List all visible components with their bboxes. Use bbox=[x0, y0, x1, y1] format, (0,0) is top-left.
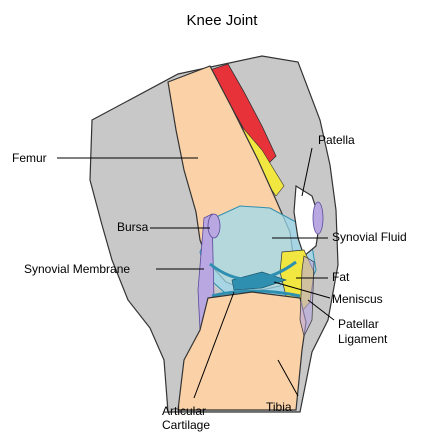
bursa bbox=[208, 214, 220, 238]
label-bursa: Bursa bbox=[117, 220, 148, 234]
patella-bursa bbox=[313, 202, 323, 234]
label-meniscus: Meniscus bbox=[332, 292, 383, 306]
diagram-title: Knee Joint bbox=[0, 12, 444, 29]
label-patella: Patella bbox=[318, 133, 355, 147]
label-patellar-ligament-2: Ligament bbox=[338, 332, 387, 346]
label-tibia: Tibia bbox=[266, 400, 292, 414]
label-articular-2: Cartilage bbox=[162, 418, 210, 432]
label-femur: Femur bbox=[12, 151, 47, 165]
label-articular-1: Articular bbox=[162, 404, 206, 418]
label-synovial-fluid: Synovial Fluid bbox=[332, 230, 407, 244]
label-synovial-membrane: Synovial Membrane bbox=[24, 262, 130, 276]
label-fat: Fat bbox=[332, 270, 349, 284]
label-patellar-ligament-1: Patellar bbox=[338, 317, 379, 331]
